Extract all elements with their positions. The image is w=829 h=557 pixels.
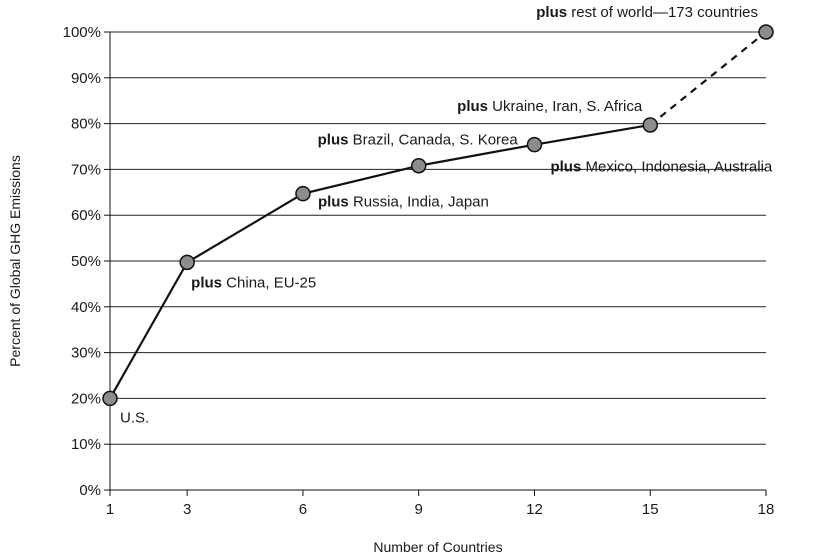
data-point [642, 117, 658, 133]
annotation-text: U.S. [120, 409, 149, 426]
y-tick-label: 50% [71, 253, 101, 270]
point-annotation: plus China, EU-25 [191, 274, 316, 291]
series-line-dashed [649, 31, 767, 126]
y-tick-label: 10% [71, 436, 101, 453]
x-tick-labels: 1 3 6 9 12 15 18 [106, 501, 775, 518]
point-annotation: U.S. [120, 409, 149, 426]
annotation-text: rest of world—173 countries [567, 4, 758, 21]
point-annotation: plus Russia, India, Japan [318, 194, 489, 211]
y-tick-label: 0% [79, 482, 101, 499]
annotation-text: Mexico, Indonesia, Australia [581, 159, 773, 176]
y-tick-label: 40% [71, 299, 101, 316]
x-tick-label: 6 [299, 501, 307, 518]
y-tick-label: 60% [71, 207, 101, 224]
annotation-bold: plus [191, 274, 222, 291]
point-annotation: plus Ukraine, Iran, S. Africa [457, 98, 643, 115]
y-tick-label: 100% [63, 24, 101, 41]
gridlines [104, 31, 766, 491]
y-tick-label: 80% [71, 116, 101, 133]
y-tick-label: 20% [71, 390, 101, 407]
axes [109, 32, 767, 496]
annotation-bold: plus [536, 4, 567, 21]
series-lines [109, 31, 767, 399]
data-point [102, 390, 118, 407]
annotation-text: Ukraine, Iran, S. Africa [488, 98, 643, 115]
data-markers [102, 24, 774, 407]
point-annotation: plus Brazil, Canada, S. Korea [318, 132, 519, 149]
annotation-bold: plus [318, 194, 349, 211]
y-axis-label: Percent of Global GHG Emissions [7, 155, 23, 367]
y-tick-label: 30% [71, 345, 101, 362]
data-point [179, 254, 195, 271]
annotation-text: China, EU-25 [222, 274, 316, 291]
data-point [295, 185, 311, 202]
annotation-text: Russia, India, Japan [349, 194, 489, 211]
point-annotation: plus rest of world—173 countries [536, 4, 758, 21]
annotation-bold: plus [318, 132, 349, 149]
point-annotation: plus Mexico, Indonesia, Australia [550, 159, 772, 176]
x-tick-label: 9 [415, 501, 423, 518]
annotation-text: Brazil, Canada, S. Korea [348, 132, 518, 149]
x-axis-label: Number of Countries [373, 539, 502, 555]
annotation-bold: plus [550, 159, 581, 176]
y-tick-labels: 0% 10% 20% 30% 40% 50% 60% 70% 80% 90% 100% [63, 24, 101, 499]
y-tick-label: 70% [71, 161, 101, 178]
annotation-bold: plus [457, 98, 488, 115]
data-point [410, 157, 427, 174]
x-tick-label: 18 [758, 501, 775, 518]
x-tick-label: 1 [106, 501, 114, 518]
data-point [526, 136, 543, 153]
data-point [758, 24, 774, 40]
x-tick-label: 3 [183, 501, 191, 518]
y-tick-label: 90% [71, 70, 101, 87]
x-tick-label: 12 [526, 501, 543, 518]
series-line [109, 123, 651, 399]
x-tick-label: 15 [642, 501, 659, 518]
